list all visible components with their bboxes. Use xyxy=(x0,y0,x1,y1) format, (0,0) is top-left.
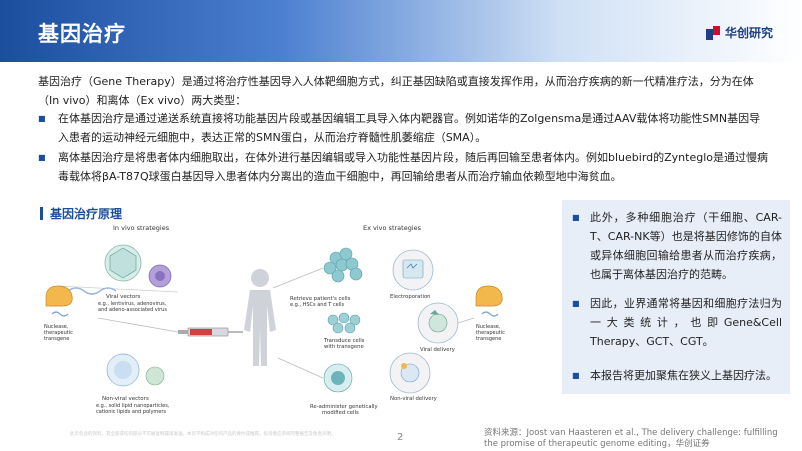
summary-text: 此外，多种细胞治疗（干细胞、CAR-T、CAR-NK等）也是将基因修饰的自体或异… xyxy=(590,211,782,281)
bullet-square-icon: ■ xyxy=(38,153,46,162)
viral-vectors-eg2: and adeno-associated virus xyxy=(98,307,167,313)
readminister-label-2: modified cells xyxy=(322,410,359,416)
logo-text: 华创研究 xyxy=(725,26,774,40)
summary-item: ■ 因此，业界通常将基因和细胞疗法归为一大类统计，也即Gene&Cell The… xyxy=(572,294,782,351)
bullet-item: ■ 在体基因治疗是通过递送系统直接将功能基因片段或基因编辑工具导入体内靶器官。例… xyxy=(38,109,768,147)
logo-mark-icon xyxy=(706,25,720,40)
nonviral-vectors-eg: e.g., solid lipid nanoparticles, xyxy=(96,403,170,409)
disclaimer: 此页包含的资料，其全部或任何部分不可被复制或再发送。本页不构成对任何产品的要约或… xyxy=(70,432,336,437)
readminister-label: Re-administer genetically xyxy=(310,404,378,410)
bullet-list: ■ 在体基因治疗是通过递送系统直接将功能基因片段或基因编辑工具导入体内靶器官。例… xyxy=(38,109,768,187)
human-body-icon xyxy=(244,269,276,366)
viral-vectors-label: Viral vectors xyxy=(106,294,141,300)
arrow-nuclease-to-delivery xyxy=(457,317,475,324)
summary-item: ■ 此外，多种细胞治疗（干细胞、CAR-T、CAR-NK等）也是将基因修饰的自体… xyxy=(572,208,782,284)
brand-logo: 华创研究 xyxy=(706,24,773,41)
transduce-label-2: with transgene xyxy=(324,344,364,350)
arrow-cells-to-body xyxy=(277,357,324,379)
bullet-square-icon: ■ xyxy=(38,114,46,123)
nuclease-right-label-3: transgene xyxy=(476,336,501,342)
page-title: 基因治疗 xyxy=(38,22,126,46)
viral-vectors-eg: e.g., lentivirus, adenovirus, xyxy=(98,301,167,307)
summary-text: 因此，业界通常将基因和细胞疗法归为一大类统计，也即Gene&Cell Thera… xyxy=(590,297,782,348)
viral-delivery-icon xyxy=(417,302,459,344)
nonviral-vectors-label: Non-viral vectors xyxy=(102,396,149,402)
section-title: 基因治疗原理 xyxy=(50,207,123,221)
section-bar xyxy=(40,207,43,220)
electroporation-icon xyxy=(392,249,434,291)
syringe-icon xyxy=(178,327,243,337)
transduce-label: Transduce cells xyxy=(323,338,365,344)
arrow-to-syringe xyxy=(97,317,179,333)
bullet-text: 离体基因治疗是将患者体内细胞取出，在体外进行基因编辑或导入功能性基因片段，随后再… xyxy=(58,151,768,183)
arrow-body-to-cells xyxy=(272,267,324,289)
header: 基因治疗 华创研究 xyxy=(0,0,802,62)
nuclease-left-icon xyxy=(45,285,73,317)
source-note: 资料来源：Joost van Haasteren et al., The del… xyxy=(484,428,778,449)
bullet-item: ■ 离体基因治疗是将患者体内细胞取出，在体外进行基因编辑或导入功能性基因片段，随… xyxy=(38,148,768,186)
invivo-title: In vivo strategies xyxy=(113,224,170,232)
retrieve-eg: e.g., HSCs and T cells xyxy=(290,302,344,308)
summary-text: 本报告将更加聚焦在狭义上基因疗法。 xyxy=(590,369,777,382)
bullet-square-icon: ■ xyxy=(572,213,580,222)
nuclease-right-icon xyxy=(475,285,503,317)
gene-therapy-diagram: In vivo strategies Ex vivo strategies Vi… xyxy=(44,224,505,416)
viral-delivery-label: Viral delivery xyxy=(420,347,455,353)
viral-vectors-icon xyxy=(57,244,179,295)
intro-paragraph: 基因治疗（Gene Therapy）是通过将治疗性基因导入人体靶细胞方式，纠正基… xyxy=(38,75,754,107)
nuclease-left-label-3: transgene xyxy=(44,336,69,342)
summary-item: ■ 本报告将更加聚焦在狭义上基因疗法。 xyxy=(572,366,782,385)
nonviral-vectors-icon xyxy=(106,353,165,387)
bullet-square-icon: ■ xyxy=(572,371,580,380)
header-band xyxy=(0,0,802,62)
nuclease-left-label-1: Nuclease, xyxy=(44,324,69,330)
bullet-text: 在体基因治疗是通过递送系统直接将功能基因片段或基因编辑工具导入体内靶器官。例如诺… xyxy=(58,112,761,144)
retrieve-label: Retrieve patient's cells xyxy=(290,296,351,302)
summary-panel: ■ 此外，多种细胞治疗（干细胞、CAR-T、CAR-NK等）也是将基因修饰的自体… xyxy=(562,200,790,394)
nonviral-delivery-icon xyxy=(389,352,431,394)
bullet-square-icon: ■ xyxy=(572,299,580,308)
page-number: 2 xyxy=(397,432,404,443)
nonviral-delivery-label: Non-viral delivery xyxy=(390,396,437,402)
nonviral-vectors-eg2: cationic lipids and polymers xyxy=(96,409,166,415)
cell-cluster-icon xyxy=(323,247,363,283)
electroporation-label: Electroporation xyxy=(390,294,431,300)
nuclease-right-label-2: therapeutic xyxy=(476,330,505,336)
exvivo-title: Ex vivo strategies xyxy=(363,224,422,232)
modified-cells-icon xyxy=(323,363,353,393)
nuclease-left-label-2: therapeutic xyxy=(44,330,73,336)
transduce-cells-icon xyxy=(327,312,361,334)
section-heading: 基因治疗原理 xyxy=(40,205,122,222)
nuclease-right-label-1: Nuclease, xyxy=(476,324,501,330)
